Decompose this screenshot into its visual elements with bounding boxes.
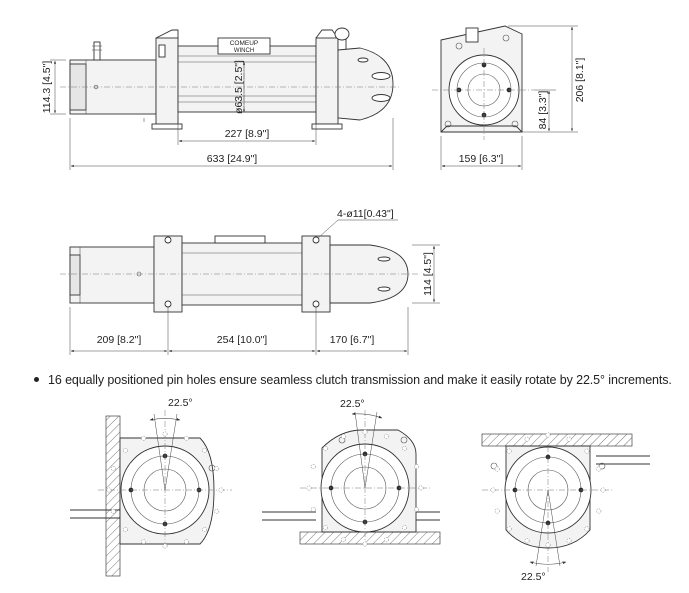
pin-hole-1-12 [362, 429, 368, 435]
pin-hole-0-14 [202, 447, 208, 453]
dim-side-height: 114.3 [4.5"] [41, 61, 53, 114]
top-view: 4-ø11[0.43"] 114 [4.5"] 209 [8.2"] 254 [… [60, 208, 440, 355]
pin-hole-2-8 [490, 487, 496, 493]
pin-hole-0-12 [162, 431, 168, 437]
pin-hole-1-15 [414, 464, 420, 470]
pin-hole-1-10 [322, 445, 328, 451]
pin-hole-2-5 [524, 538, 530, 544]
angle-label-right: 22.5° [521, 571, 546, 583]
pin-hole-2-11 [524, 436, 530, 442]
dim-overall-length: 633 [24.9"] [207, 153, 258, 165]
pin-hole-2-1 [596, 508, 602, 514]
pin-hole-2-15 [596, 466, 602, 472]
pin-hole-0-11 [141, 435, 147, 441]
pin-hole-2-6 [506, 526, 512, 532]
dim-drum-length: 227 [8.9"] [225, 128, 270, 140]
pin-hole-1-6 [322, 525, 328, 531]
pin-hole-0-4 [162, 543, 168, 549]
rotation-view-right: 22.5° [481, 433, 650, 583]
rotation-view-middle: 22.5° [262, 398, 441, 545]
pin-hole-0-10 [122, 447, 128, 453]
pin-hole-2-2 [584, 526, 590, 532]
pin-hole-0-8 [106, 487, 112, 493]
pin-hole-1-9 [310, 464, 316, 470]
pin-hole-1-4 [362, 541, 368, 547]
pin-hole-0-1 [214, 508, 220, 514]
pin-hole-1-14 [402, 445, 408, 451]
dim-top-mid: 254 [10.0"] [217, 334, 268, 346]
gearbox [337, 47, 394, 121]
right-end-plate [315, 37, 339, 125]
drum [177, 45, 317, 113]
pin-hole-0-5 [141, 539, 147, 545]
pin-hole-1-11 [341, 433, 347, 439]
pin-hole-0-0 [218, 487, 224, 493]
pin-hole-0-3 [183, 539, 189, 545]
dim-top-right: 170 [6.7"] [330, 334, 375, 346]
pin-hole-0-9 [110, 466, 116, 472]
bullet-text: 16 equally positioned pin holes ensure s… [48, 373, 672, 387]
pin-hole-2-10 [506, 448, 512, 454]
label-plate [217, 37, 271, 55]
pin-hole-1-7 [310, 506, 316, 512]
label-plate-text-1: COMEUP [230, 40, 259, 47]
pin-hole-2-0 [600, 487, 606, 493]
dim-drum-diameter: ø63.5 [2.5"] [233, 60, 245, 114]
pin-hole-2-13 [566, 436, 572, 442]
pin-hole-2-9 [494, 466, 500, 472]
angle-label-left: 22.5° [168, 397, 193, 409]
end-view: 206 [8.1"] 84 [3.3"] 159 [6.3"] [432, 25, 586, 170]
clutch-knob [334, 27, 350, 41]
pin-hole-1-1 [414, 506, 420, 512]
pin-hole-0-2 [202, 527, 208, 533]
side-view: COMEUP WINCH 114.3 [4.5"] ø63.5 [2.5"] 2… [41, 27, 400, 170]
pin-hole-0-6 [122, 527, 128, 533]
pin-hole-2-4 [545, 542, 551, 548]
pin-hole-1-3 [383, 537, 389, 543]
label-plate-text-2: WINCH [234, 48, 254, 54]
dim-end-height-total: 206 [8.1"] [574, 58, 586, 103]
pin-hole-1-5 [341, 537, 347, 543]
pin-hole-2-14 [584, 448, 590, 454]
pin-hole-0-15 [214, 466, 220, 472]
pin-hole-markers [106, 429, 606, 549]
dim-end-height-center: 84 [3.3"] [537, 91, 549, 130]
pin-hole-1-0 [418, 485, 424, 491]
pin-hole-1-2 [402, 525, 408, 531]
pin-hole-0-13 [183, 435, 189, 441]
dim-top-width: 114 [4.5"] [422, 252, 434, 296]
pin-hole-1-8 [306, 485, 312, 491]
feature-bullet: 16 equally positioned pin holes ensure s… [34, 373, 672, 387]
dim-holes: 4-ø11[0.43"] [337, 208, 394, 220]
angle-label-middle: 22.5° [340, 398, 365, 410]
bullet-dot [34, 377, 39, 383]
pin-hole-1-13 [383, 433, 389, 439]
dim-end-width: 159 [6.3"] [459, 153, 504, 165]
pin-hole-2-7 [494, 508, 500, 514]
pin-hole-2-12 [545, 432, 551, 438]
rotation-view-left: 22.5° [70, 397, 232, 577]
top-motor [69, 246, 155, 304]
pin-hole-2-3 [566, 538, 572, 544]
dim-top-left: 209 [8.2"] [97, 334, 142, 346]
pin-hole-0-7 [110, 508, 116, 514]
